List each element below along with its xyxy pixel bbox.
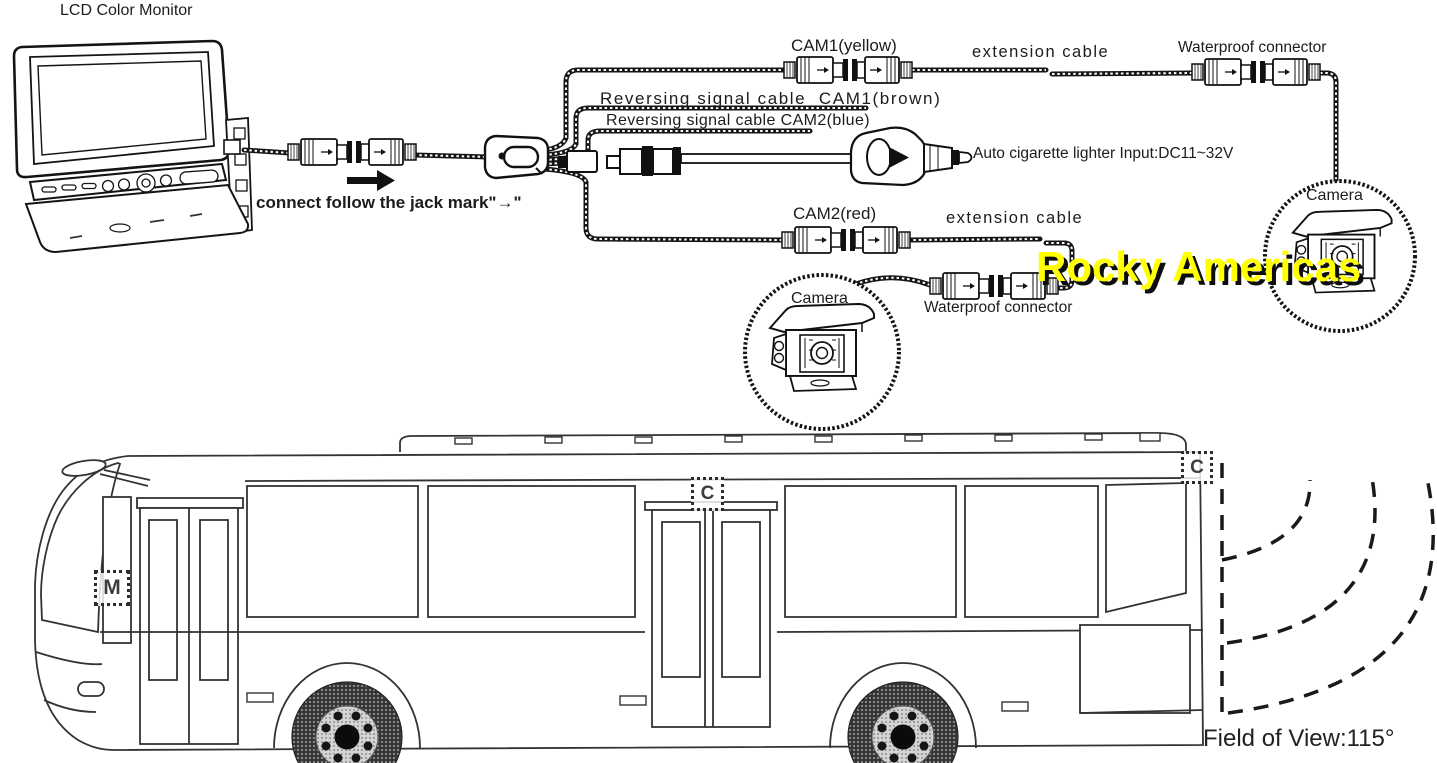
power-input-label: Auto cigarette lighter Input:DC11~32V [973,145,1234,162]
bus-roof-rack [399,432,1187,452]
bus-middle-door [644,501,778,728]
camera-circle-mid [743,273,901,431]
waterproof-connector-top [1191,58,1321,86]
bus-mirror [61,459,151,487]
bus-windows [246,482,1187,618]
extension-cable-top-label: extension cable [972,43,1110,61]
monitor-jack-port [223,139,241,155]
bus-rear-wheel [847,681,959,763]
camera-badge-mid: C [691,477,724,511]
bus-front-door [136,497,244,745]
cam2-connector-pair [781,226,911,254]
cigarette-lighter-plug [849,126,973,187]
bus-drawing [34,432,1204,763]
lcd-monitor-drawing [12,39,253,254]
monitor-buttons [41,169,219,193]
connect-note-label: connect follow the jack mark"→" [256,193,522,212]
reversing-cam1-label: Reversing signal cable CAM1(brown) [600,89,942,108]
monitor-screen [37,60,207,156]
camera-mid-label: Camera [791,290,848,307]
cam2-cable [541,166,787,243]
watermark-text: Rocky Americas [1036,243,1362,290]
field-of-view-label: Field of View:115° [1203,725,1395,752]
bus-headlight [77,681,105,697]
waterproof-mid-label: Waterproof connector [924,299,1073,316]
cam2-label: CAM2(red) [793,204,877,223]
dc-connector-pair [558,146,854,176]
power-cord [680,153,854,164]
bus-vents [246,692,1029,712]
reversing-cam2-label: Reversing signal cable CAM2(blue) [606,112,870,129]
waterproof-top-label: Waterproof connector [1178,39,1327,56]
cam1-label: CAM1(yellow) [791,36,897,55]
monitor-label: LCD Color Monitor [60,2,193,19]
cables [241,67,1339,291]
jack-connector-pair [287,138,417,166]
bus-front-wheel [291,681,403,763]
camera-badge-rear: C [1181,451,1213,484]
camera-right-label: Camera [1306,187,1363,204]
camera-circle-right [1263,179,1417,333]
monitor-badge: M [94,570,130,606]
extension-cable-bottom-label: extension cable [946,209,1084,227]
y-splitter [483,134,550,180]
bus-roof-hatches [454,432,1161,445]
cam1-connector-pair [783,56,913,84]
field-of-view-arcs [1220,463,1435,715]
connect-direction-arrow-icon [347,170,395,191]
bus-engine-panel [1079,624,1191,714]
